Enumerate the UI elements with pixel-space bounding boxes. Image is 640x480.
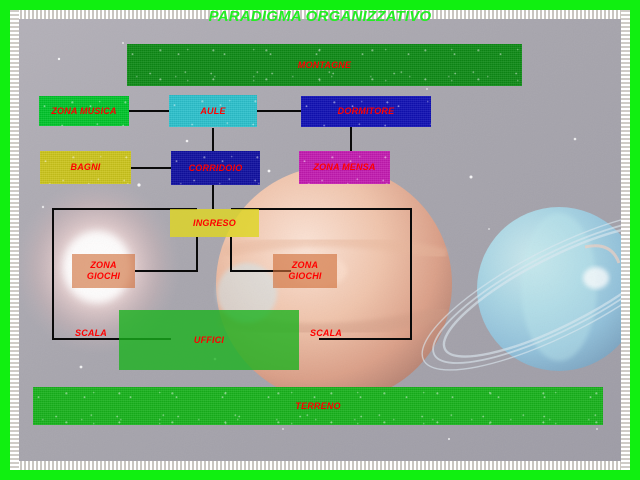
node-zona-mensa[interactable]: ZONA MENSA [299, 151, 390, 184]
label-scala-right: SCALA [300, 325, 352, 341]
node-ingreso-label: INGRESO [193, 217, 236, 228]
node-zona-giochi-right[interactable]: ZONA GIOCHI [273, 254, 337, 288]
node-aule-label: AULE [200, 105, 226, 116]
node-dormitore-label: DORMITORE [337, 106, 395, 116]
node-bagni[interactable]: BAGNI [40, 151, 131, 184]
node-terreno[interactable]: TERRENO [33, 387, 603, 425]
node-terreno-label: TERRENO [295, 400, 341, 411]
node-bagni-label: BAGNI [70, 162, 101, 172]
node-zona-giochi-left-label-line1: ZONA [90, 260, 117, 270]
node-zona-mensa-label: ZONA MENSA [313, 162, 376, 172]
diagram-canvas: MONTAGNE ZONA MUSICA AULE DORMITORE BAGN… [19, 19, 621, 461]
picture-frame: MONTAGNE ZONA MUSICA AULE DORMITORE BAGN… [10, 10, 630, 470]
node-corridoio-label: CORRIDOIO [188, 162, 243, 173]
label-scala-left: SCALA [65, 325, 117, 341]
node-zona-musica-label: ZONA MUSICA [51, 105, 117, 116]
node-ingreso[interactable]: INGRESO [170, 209, 259, 237]
node-aule[interactable]: AULE [169, 95, 257, 127]
node-zona-giochi-right-label-line2: GIOCHI [288, 271, 322, 281]
page-title: PARADIGMA ORGANIZZATIVO [208, 8, 432, 25]
node-zona-giochi-left-label-line2: GIOCHI [86, 271, 121, 281]
node-corridoio[interactable]: CORRIDOIO [171, 151, 260, 185]
node-zona-giochi-right-label-line1: ZONA [291, 260, 319, 270]
node-uffici[interactable]: UFFICI [119, 310, 299, 370]
label-scala-right-text: SCALA [310, 327, 342, 338]
node-zona-musica[interactable]: ZONA MUSICA [39, 96, 129, 126]
node-dormitore[interactable]: DORMITORE [301, 96, 431, 127]
node-montagne[interactable]: MONTAGNE [127, 44, 522, 86]
node-zona-giochi-left[interactable]: ZONA GIOCHI [72, 254, 135, 288]
node-montagne-label: MONTAGNE [297, 59, 352, 70]
label-scala-left-text: SCALA [75, 327, 107, 338]
node-uffici-label: UFFICI [193, 334, 225, 345]
